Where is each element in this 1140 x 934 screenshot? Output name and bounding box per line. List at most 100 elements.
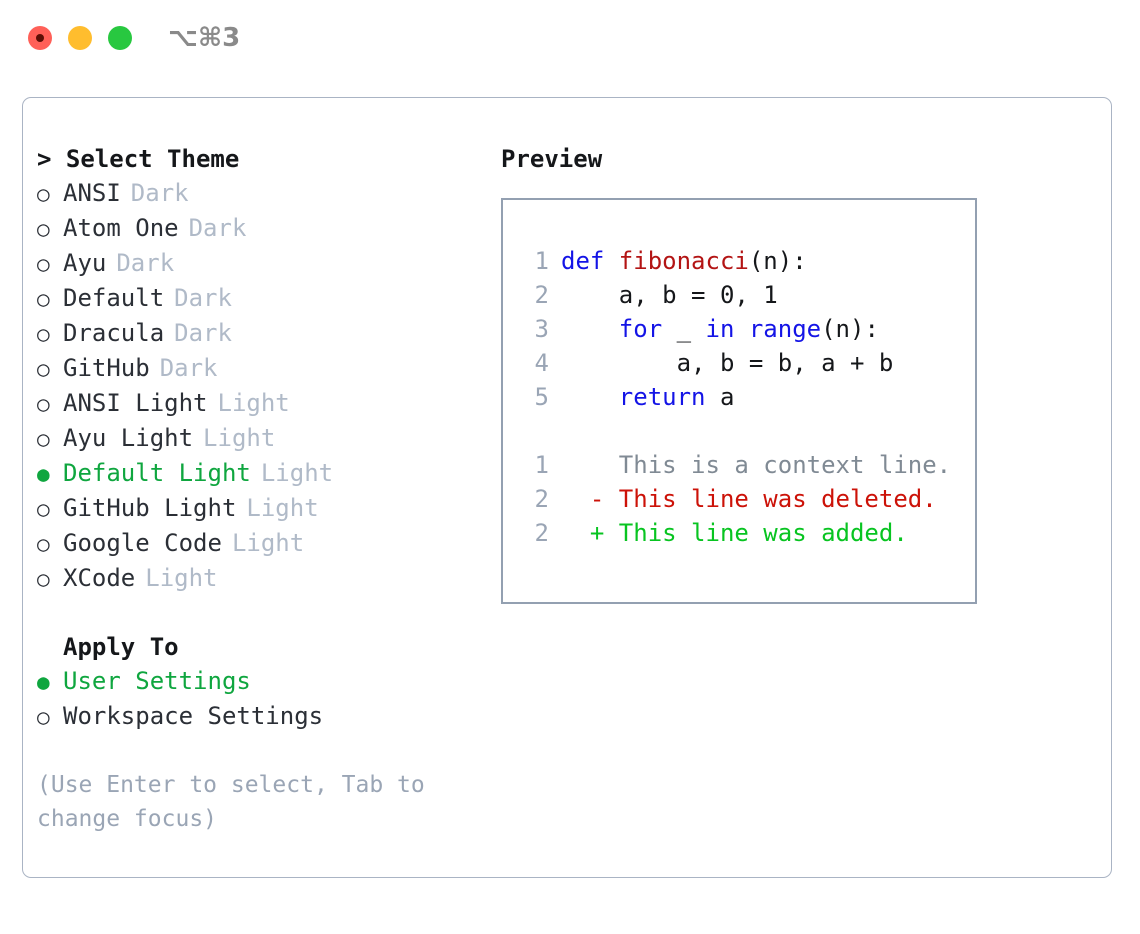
radio-selected-icon: ● [37, 462, 50, 486]
theme-option-badge: Light [246, 494, 319, 522]
minimize-button[interactable] [68, 26, 92, 50]
window-controls [28, 26, 132, 50]
theme-option-badge: Light [231, 529, 305, 557]
code-line-number: 5 [534, 383, 549, 411]
code-line-text: return a [561, 380, 735, 414]
theme-option-7[interactable]: ○ Ayu Light Light [37, 421, 467, 456]
apply-option-1[interactable]: ○ Workspace Settings [37, 699, 467, 734]
theme-option-label: Default [63, 284, 165, 312]
radio-unselected-icon: ○ [37, 532, 50, 556]
code-diff-spacer [515, 414, 975, 448]
radio-unselected-icon: ○ [37, 705, 50, 729]
apply-option-0[interactable]: ● User Settings [37, 664, 467, 699]
apply-option-label: User Settings [63, 667, 251, 695]
code-line-text: for _ in range(n): [561, 312, 879, 346]
code-token-pl: a, b = b, a + b [676, 349, 894, 377]
code-line-text: a, b = b, a + b [561, 346, 894, 380]
theme-option-badge: Light [203, 424, 276, 452]
theme-option-badge: Dark [130, 179, 189, 207]
diff-line-del: 2 - This line was deleted. [515, 482, 975, 516]
theme-option-0[interactable]: ○ ANSI Dark [37, 176, 467, 211]
theme-option-3[interactable]: ○ Default Dark [37, 281, 467, 316]
theme-option-5[interactable]: ○ GitHub Dark [37, 351, 467, 386]
theme-option-label: Dracula [63, 319, 165, 347]
radio-unselected-icon: ○ [37, 392, 50, 416]
radio-unselected-icon: ○ [37, 427, 50, 451]
diff-line-number: 2 [534, 519, 549, 547]
code-token-pl: (n): [821, 315, 879, 343]
theme-option-label: ANSI [63, 179, 121, 207]
code-token-kw: return [618, 383, 720, 411]
theme-option-label: Google Code [63, 529, 222, 557]
code-sample: 1 def fibonacci(n): 2 a, b = 0, 1 3 for _ i… [515, 244, 975, 414]
apply-to-list[interactable]: ● User Settings ○ Workspace Settings [37, 664, 467, 734]
code-token-pl: (n): [748, 247, 807, 275]
diff-line-number: 1 [534, 451, 549, 479]
theme-option-badge: Dark [174, 319, 232, 347]
theme-option-badge: Light [145, 564, 218, 592]
keyboard-shortcut-label: ⌥⌘3 [168, 23, 241, 53]
code-line-number: 3 [534, 315, 549, 343]
theme-option-label: Ayu [63, 249, 107, 277]
theme-option-10[interactable]: ○ Google Code Light [37, 526, 467, 561]
theme-option-label: ANSI Light [63, 389, 208, 417]
diff-line-add: 2 + This line was added. [515, 516, 975, 550]
theme-option-label: XCode [63, 564, 136, 592]
list-spacer [37, 596, 467, 630]
radio-unselected-icon: ○ [37, 182, 50, 206]
code-line: 5 return a [515, 380, 975, 414]
radio-selected-icon: ● [37, 670, 50, 694]
select-theme-header: > Select Theme [37, 145, 240, 173]
theme-option-4[interactable]: ○ Dracula Dark [37, 316, 467, 351]
code-line: 3 for _ in range(n): [515, 312, 975, 346]
code-line-text: def fibonacci(n): [561, 244, 807, 278]
theme-option-badge: Dark [188, 214, 247, 242]
radio-unselected-icon: ○ [37, 497, 50, 521]
radio-unselected-icon: ○ [37, 357, 50, 381]
radio-unselected-icon: ○ [37, 322, 50, 346]
code-line-number: 1 [534, 247, 549, 275]
code-line: 1 def fibonacci(n): [515, 244, 975, 278]
theme-option-badge: Dark [174, 284, 232, 312]
theme-option-1[interactable]: ○ Atom One Dark [37, 211, 467, 246]
diff-sample: 1 This is a context line.2 - This line w… [515, 448, 975, 550]
diff-line-number: 2 [534, 485, 549, 513]
code-token-pl: a [719, 383, 735, 411]
radio-unselected-icon: ○ [37, 287, 50, 311]
diff-line-text: + This line was added. [561, 519, 908, 547]
code-token-pl: a, b = 0, 1 [618, 281, 778, 309]
preview-column: Preview 1 def fibonacci(n): 2 a, b = 0, 1 3… [501, 142, 1001, 604]
theme-option-badge: Light [217, 389, 290, 417]
code-token-kw: range [748, 315, 822, 343]
preview-title: Preview [501, 145, 603, 173]
theme-option-6[interactable]: ○ ANSI Light Light [37, 386, 467, 421]
close-button[interactable] [28, 26, 52, 50]
diff-line-text: This is a context line. [561, 451, 952, 479]
theme-option-label: GitHub [63, 354, 150, 382]
help-hint-text: (Use Enter to select, Tab to change focu… [37, 772, 425, 832]
preview-code-box: 1 def fibonacci(n): 2 a, b = 0, 1 3 for _ i… [501, 198, 977, 604]
code-line-number: 4 [534, 349, 549, 377]
apply-option-label: Workspace Settings [63, 702, 324, 730]
theme-option-label: Ayu Light [63, 424, 194, 452]
theme-option-badge: Dark [116, 249, 175, 277]
maximize-button[interactable] [108, 26, 132, 50]
radio-unselected-icon: ○ [37, 567, 50, 591]
theme-option-11[interactable]: ○ XCode Light [37, 561, 467, 596]
window-titlebar: ⌥⌘3 [0, 0, 1140, 80]
code-token-fn: fibonacci [618, 247, 749, 275]
code-token-kw: in [705, 315, 749, 343]
diff-line-ctx: 1 This is a context line. [515, 448, 975, 482]
theme-option-badge: Light [260, 459, 334, 487]
theme-option-label: Atom One [63, 214, 179, 242]
code-line: 4 a, b = b, a + b [515, 346, 975, 380]
theme-option-badge: Dark [159, 354, 218, 382]
code-line-number: 2 [534, 281, 549, 309]
radio-unselected-icon: ○ [37, 217, 50, 241]
